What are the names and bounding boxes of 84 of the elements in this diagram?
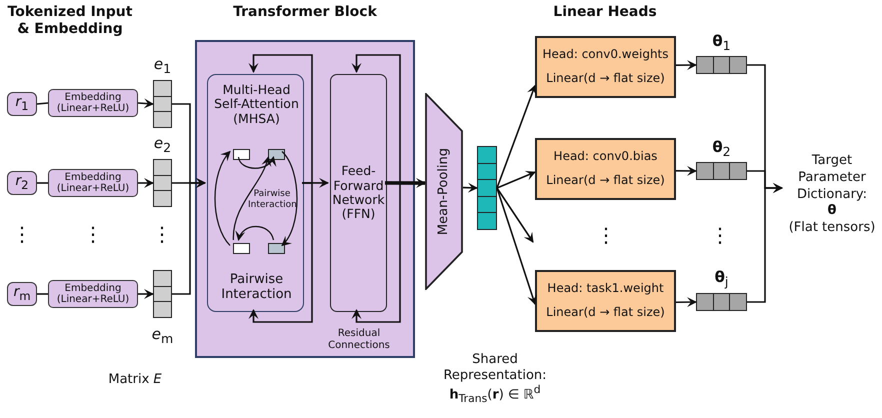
embedding-box xyxy=(48,89,138,117)
head-title: Head: conv0.weights xyxy=(542,48,669,62)
head-formula: Linear(d → flat size) xyxy=(546,72,665,86)
section-heading: Tokenized Input & Embedding xyxy=(6,4,134,38)
representation-caption: Shared Representation: h$_{Trans}$(r) ∈ ℝ$^{d}$ xyxy=(442,352,548,406)
vector-label: θ$_{j}$ xyxy=(714,268,730,289)
arrow xyxy=(138,98,154,108)
token-square xyxy=(268,243,285,254)
attention-box xyxy=(207,74,304,312)
ellipsis-dots: ⋮ xyxy=(710,223,730,247)
attention-footer: Pairwise Interaction xyxy=(212,273,301,303)
curved-arrow xyxy=(238,156,275,169)
head-box xyxy=(535,138,676,200)
connector-line xyxy=(36,102,48,105)
token-symbol: r$_{m}$ xyxy=(13,284,31,304)
head-formula: Linear(d → flat size) xyxy=(546,174,665,188)
arrow xyxy=(172,178,206,295)
embedding-vector xyxy=(153,80,172,128)
arrow xyxy=(676,297,697,308)
diagram-caption: Pairwise Interaction xyxy=(248,189,296,211)
head-title: Head: task1.weight xyxy=(547,282,664,296)
pooling-trapezoid xyxy=(425,93,463,290)
token-square xyxy=(233,149,250,160)
embedding-label: Embedding (Linear+ReLU) xyxy=(56,92,130,114)
arrow xyxy=(676,60,697,70)
parameter-vector xyxy=(696,293,747,311)
head-box xyxy=(535,270,676,332)
arrow xyxy=(248,54,313,184)
arrow xyxy=(496,188,537,306)
matrix-caption: Matrix E xyxy=(107,372,163,388)
arrow xyxy=(138,289,154,299)
vector-label: e$_{m}$ xyxy=(150,325,174,346)
embedding-label: Embedding (Linear+ReLU) xyxy=(56,172,130,194)
ellipsis-dots: ⋮ xyxy=(596,223,616,247)
arrow xyxy=(462,182,478,193)
arrow xyxy=(352,182,401,323)
diagram-caption: Residual Connections xyxy=(327,328,391,352)
arrow xyxy=(385,178,426,188)
arrow xyxy=(747,183,783,303)
head-box xyxy=(535,36,676,98)
embedding-label: Embedding (Linear+ReLU) xyxy=(56,282,130,306)
embedding-vector xyxy=(153,270,172,318)
embedding-box xyxy=(48,280,138,308)
token-box xyxy=(7,92,37,116)
arrow xyxy=(676,166,697,176)
arrow xyxy=(352,54,401,184)
head-formula: Linear(d → flat size) xyxy=(546,306,665,320)
section-heading: Linear Heads xyxy=(552,4,658,21)
arrow xyxy=(138,178,154,188)
vector-label: θ$_{2}$ xyxy=(711,138,732,159)
pooling-label: Mean-Pooling xyxy=(436,148,452,236)
embedding-vector xyxy=(153,159,172,207)
arrow xyxy=(248,182,313,323)
curved-arrow xyxy=(236,226,274,241)
ellipsis-dots: ⋮ xyxy=(83,222,103,246)
vector-label: e$_{2}$ xyxy=(152,134,172,155)
vector-label: e$_{1}$ xyxy=(152,55,172,76)
token-symbol: r$_{1}$ xyxy=(15,94,29,114)
curved-arrow xyxy=(214,150,231,246)
connector-line xyxy=(37,182,48,184)
parameter-vector xyxy=(696,56,747,74)
attention-label: Multi-Head Self-Attention (MHSA) xyxy=(213,83,300,126)
curved-arrow xyxy=(281,151,298,246)
token-symbol: r$_{2}$ xyxy=(15,173,29,193)
vector-label: θ$_{1}$ xyxy=(711,32,732,53)
token-square xyxy=(233,243,250,254)
curved-arrow xyxy=(232,156,271,240)
embedding-box xyxy=(48,169,138,197)
arrow xyxy=(496,170,536,189)
head-title: Head: conv0.bias xyxy=(554,150,658,164)
parameter-vector xyxy=(696,162,747,180)
arrow xyxy=(496,84,537,188)
ffn-label: Feed-Forward Network (FFN) xyxy=(331,164,386,222)
token-box xyxy=(7,282,37,306)
output-label: Target Parameter Dictionary: θ (Flat tensors) xyxy=(782,145,882,245)
arrow xyxy=(496,188,534,243)
shared-vector xyxy=(477,146,497,230)
ffn-box xyxy=(330,74,387,312)
token-box xyxy=(7,171,37,195)
ellipsis-dots: ⋮ xyxy=(152,222,172,246)
ellipsis-dots: ⋮ xyxy=(12,222,32,246)
connector-line xyxy=(37,293,48,295)
token-square xyxy=(268,149,285,160)
section-heading: Transformer Block xyxy=(232,4,378,20)
